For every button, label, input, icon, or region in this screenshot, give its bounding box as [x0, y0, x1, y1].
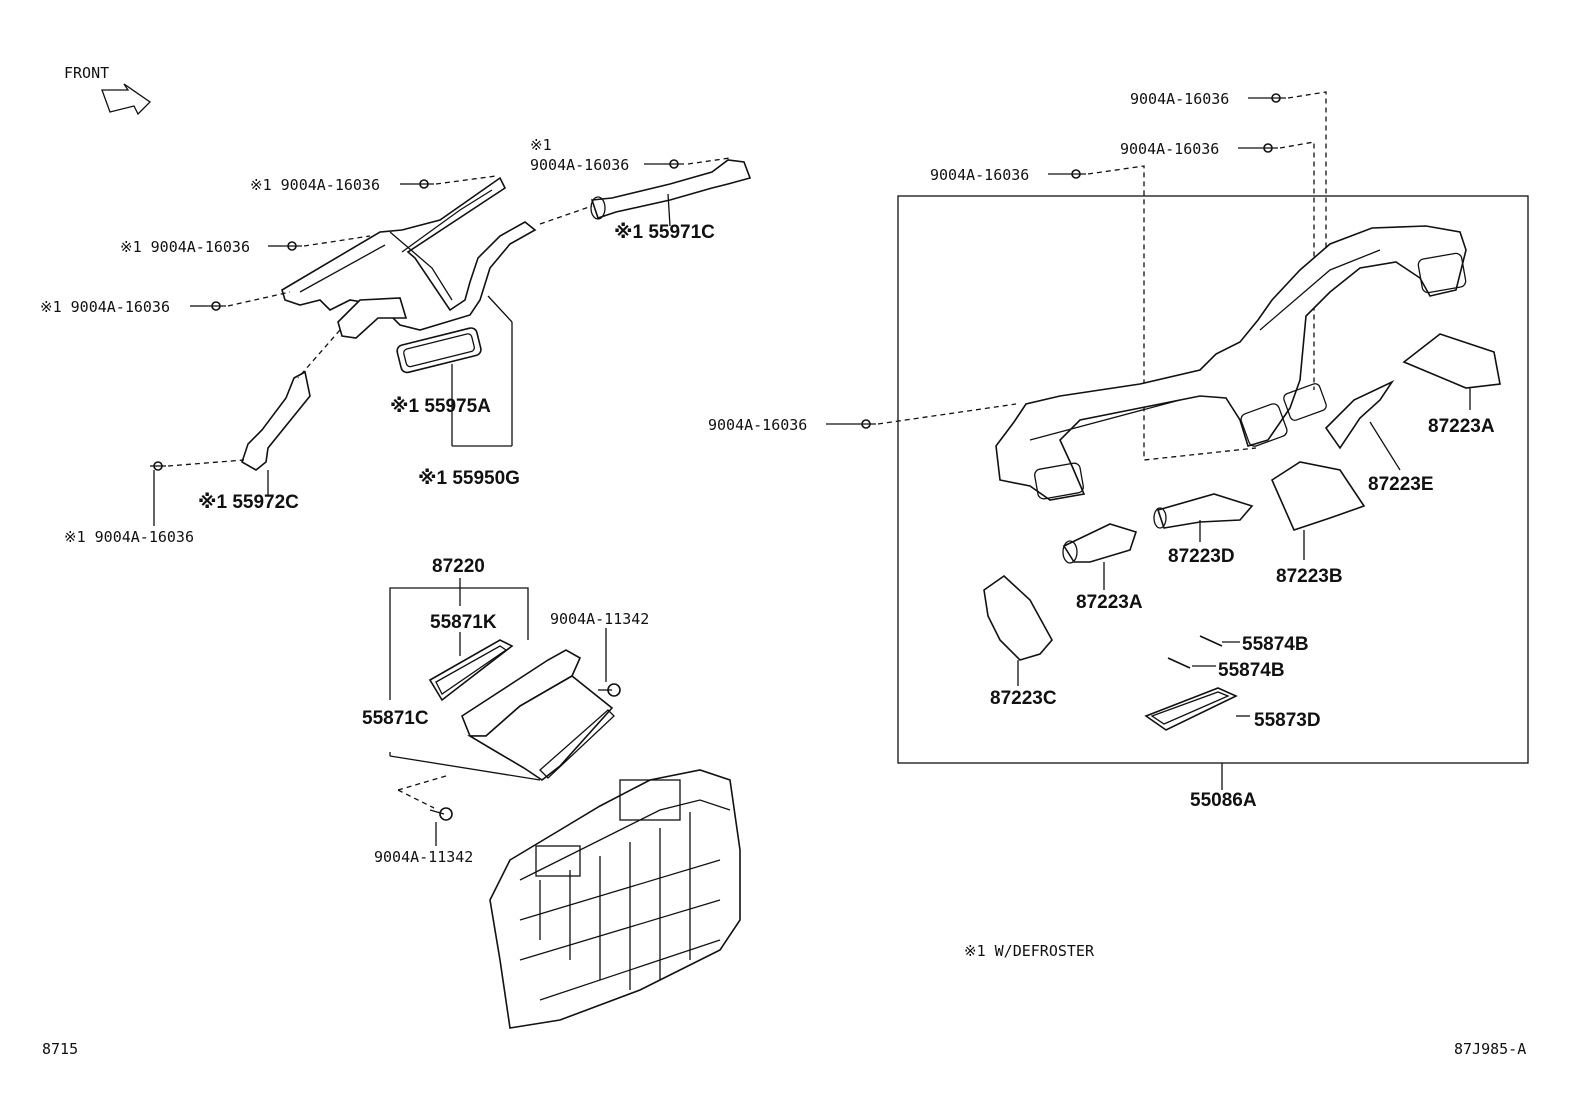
page-code: 8715 [42, 1040, 78, 1058]
part-label-87223C: 87223C [990, 688, 1057, 709]
center-filter-group: 87220 55871K 55871C 9004A-11342 9004A-11… [362, 556, 741, 1029]
bolt-icon [150, 461, 166, 471]
bolt-icon [598, 683, 621, 697]
bolt-icon [856, 419, 876, 429]
bolt-label: ※1 9004A-16036 [64, 528, 194, 546]
left-defroster-group: ※1 9004A-16036 ※1 9004A-16036 ※1 9004A-1… [40, 136, 752, 546]
front-label: FRONT [64, 64, 109, 82]
assembly-box-55086A [897, 195, 1529, 764]
bolt-label: 9004A-16036 [708, 416, 807, 434]
duct-seal-87223E-shape [1324, 380, 1395, 450]
duct-seal-87223D-shape [1156, 493, 1254, 529]
part-label-55972C: ※1 55972C [198, 492, 299, 513]
front-indicator: FRONT [64, 64, 152, 116]
part-label-55086A: 55086A [1190, 790, 1257, 811]
part-label-55873D: 55873D [1254, 710, 1321, 731]
bolt-icon [429, 807, 453, 821]
part-label-87220: 87220 [432, 556, 485, 577]
duct-seal-87223A-mid-shape [1062, 523, 1138, 563]
part-label-55871C: 55871C [362, 708, 429, 729]
part-label-87223D: 87223D [1168, 546, 1235, 567]
bolt-label: 9004A-16036 [1130, 90, 1229, 108]
footnote: ※1 W/DEFROSTER [964, 942, 1095, 960]
part-label-87223E: 87223E [1368, 474, 1434, 495]
clip-55874B-shape [1167, 657, 1191, 669]
bolt-label: ※1 9004A-16036 [40, 298, 170, 316]
part-label-55871K: 55871K [430, 612, 497, 633]
duct-seal-87223C-shape [983, 574, 1053, 661]
heater-unit-shape [489, 769, 741, 1029]
bolt-icon [1258, 143, 1278, 153]
bolt-mark: ※1 [530, 136, 552, 154]
part-label-87223A-mid: 87223A [1076, 592, 1143, 613]
bolt-label: 9004A-11342 [550, 610, 649, 628]
vent-duct-shape [995, 225, 1467, 501]
gasket-55873D-shape [1144, 687, 1238, 731]
part-label-55971C: ※1 55971C [614, 222, 715, 243]
part-label-55874B: 55874B [1218, 660, 1285, 681]
defroster-nozzle-shape [281, 176, 537, 331]
bolt-icon [282, 241, 302, 251]
bolt-label: 9004A-16036 [1120, 140, 1219, 158]
bolt-label: 9004A-11342 [374, 848, 473, 866]
bolt-icon [1066, 169, 1086, 179]
bolt-icon [206, 301, 226, 311]
clip-55874B-shape [1199, 635, 1223, 647]
gasket-55975A-shape [396, 327, 482, 374]
bolt-label: ※1 9004A-16036 [250, 176, 380, 194]
duct-seal-87223A-shape [1402, 333, 1501, 389]
part-label-55975A: ※1 55975A [390, 396, 491, 417]
part-label-87223B: 87223B [1276, 566, 1343, 587]
duct-55971C-shape [590, 159, 752, 220]
duct-seal-87223B-shape [1270, 461, 1366, 531]
bolt-label: 9004A-16036 [530, 156, 629, 174]
bolt-icon [414, 179, 434, 189]
part-label-55950G: ※1 55950G [418, 468, 520, 489]
duct-55972C-shape [241, 370, 311, 471]
bolt-label: ※1 9004A-16036 [120, 238, 250, 256]
part-label-55874B: 55874B [1242, 634, 1309, 655]
right-vent-group: 9004A-16036 9004A-16036 9004A-16036 9004… [708, 90, 1529, 811]
bolt-icon [1266, 93, 1286, 103]
part-label-87223A: 87223A [1428, 416, 1495, 437]
bolt-label: 9004A-16036 [930, 166, 1029, 184]
gasket-55871K-shape [428, 639, 514, 702]
bolt-icon [664, 159, 684, 169]
figure-id: 87J985-A [1454, 1040, 1526, 1058]
front-arrow-icon [101, 83, 152, 116]
